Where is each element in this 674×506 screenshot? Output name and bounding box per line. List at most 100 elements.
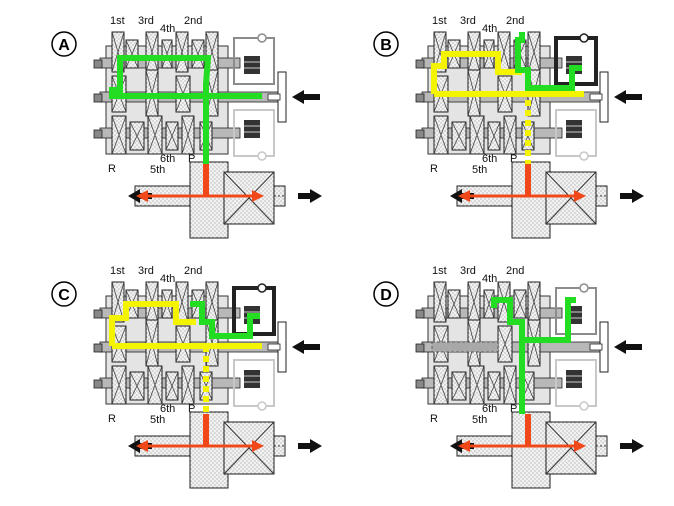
differential-carrier xyxy=(189,411,229,489)
gear-hatch xyxy=(165,121,179,151)
gear-label-second: 2nd xyxy=(184,265,202,277)
shaft-nut xyxy=(93,379,103,389)
gear-label-sixth: 6th xyxy=(482,153,497,165)
gear-label-reverse: R xyxy=(430,413,438,425)
gear-hatch xyxy=(469,365,485,405)
input-hub xyxy=(589,93,603,101)
input-hub xyxy=(267,93,281,101)
gear-hatch xyxy=(129,371,145,401)
panel-badge-circle xyxy=(51,31,77,57)
gear-hatch xyxy=(497,325,513,363)
diff-cross xyxy=(223,171,275,225)
gear-label-fifth: 5th xyxy=(150,164,165,176)
gear-label-fourth: 4th xyxy=(482,273,497,285)
gear-hatch xyxy=(111,31,125,73)
gear-label-park: P xyxy=(188,153,195,165)
clutch-lower-bearing xyxy=(257,151,267,161)
gear-label-sixth: 6th xyxy=(160,403,175,415)
clutch-upper-housing xyxy=(233,37,275,85)
gear-hatch xyxy=(503,365,517,405)
red-arrow-left-icon xyxy=(458,440,470,452)
red-arrow-left-icon xyxy=(136,190,148,202)
red-arrow-right-icon xyxy=(252,440,264,452)
diff-cross xyxy=(545,421,597,475)
gear-label-reverse: R xyxy=(108,163,116,175)
gear-hatch xyxy=(527,31,541,73)
shaft-nut xyxy=(415,309,425,319)
shaft-nut xyxy=(93,59,103,69)
gear-hatch xyxy=(487,371,501,401)
shaft-nut xyxy=(415,343,425,353)
red-arrow-right-icon xyxy=(574,440,586,452)
gear-label-sixth: 6th xyxy=(482,403,497,415)
clutch-lower-housing xyxy=(555,359,597,407)
gear-hatch xyxy=(147,365,163,405)
gear-label-second: 2nd xyxy=(506,265,524,277)
shaft-nut xyxy=(93,309,103,319)
power-path-green xyxy=(109,55,262,164)
gear-label-first: 1st xyxy=(110,265,125,277)
clutch-lower-bearing xyxy=(579,151,589,161)
shaft-nut xyxy=(415,379,425,389)
diff-cross xyxy=(545,171,597,225)
gear-hatch xyxy=(527,281,541,323)
gear-label-fifth: 5th xyxy=(472,414,487,426)
power-path-yellow xyxy=(431,51,522,94)
gear-hatch xyxy=(205,281,219,323)
input-arrow-icon xyxy=(614,90,642,104)
gear-label-second: 2nd xyxy=(184,15,202,27)
clutch-upper-plates xyxy=(244,56,260,74)
gear-hatch xyxy=(433,115,449,155)
gear-label-third: 3rd xyxy=(138,265,154,277)
shaft-nut xyxy=(93,343,103,353)
gear-label-first: 1st xyxy=(432,15,447,27)
gear-label-reverse: R xyxy=(430,163,438,175)
gear-hatch xyxy=(433,281,447,323)
gear-label-reverse: R xyxy=(108,413,116,425)
gear-hatch xyxy=(145,31,159,73)
input-hub xyxy=(589,343,603,351)
clutch-lower-housing xyxy=(233,109,275,157)
clutch-upper-bearing xyxy=(579,283,589,293)
gear-label-fourth: 4th xyxy=(160,23,175,35)
red-arrow-left-icon xyxy=(136,440,148,452)
gear-label-third: 3rd xyxy=(460,15,476,27)
gear-hatch xyxy=(487,121,501,151)
input-arrow-icon xyxy=(614,340,642,354)
red-arrow-right-icon xyxy=(574,190,586,202)
gear-label-first: 1st xyxy=(110,15,125,27)
gear-hatch xyxy=(111,365,127,405)
gear-label-park: P xyxy=(510,153,517,165)
clutch-lower-plates xyxy=(244,370,260,388)
gear-hatch xyxy=(181,365,195,405)
gear-label-fourth: 4th xyxy=(160,273,175,285)
disengaged-shaft xyxy=(431,341,499,353)
input-arrow-icon xyxy=(292,340,320,354)
panel-badge-label: C xyxy=(58,287,70,304)
gear-label-first: 1st xyxy=(432,265,447,277)
clutch-lower-bearing xyxy=(257,401,267,411)
gear-hatch xyxy=(503,115,517,155)
output-right-arrow-icon xyxy=(620,189,644,203)
power-path-yellow xyxy=(109,301,196,346)
diff-cross xyxy=(223,421,275,475)
panel-badge-circle xyxy=(373,31,399,57)
clutch-lower-plates xyxy=(244,120,260,138)
gear-hatch xyxy=(433,365,449,405)
input-arrow-icon xyxy=(292,90,320,104)
gear-hatch xyxy=(447,289,461,319)
gear-hatch xyxy=(451,121,467,151)
gear-hatch xyxy=(111,115,127,155)
gear-label-fourth: 4th xyxy=(482,23,497,35)
gear-hatch xyxy=(125,39,139,69)
gear-hatch xyxy=(513,289,527,319)
output-right-arrow-icon xyxy=(298,439,322,453)
shaft-nut xyxy=(93,129,103,139)
gear-hatch xyxy=(451,371,467,401)
power-path-green xyxy=(491,297,576,343)
gear-hatch xyxy=(165,371,179,401)
